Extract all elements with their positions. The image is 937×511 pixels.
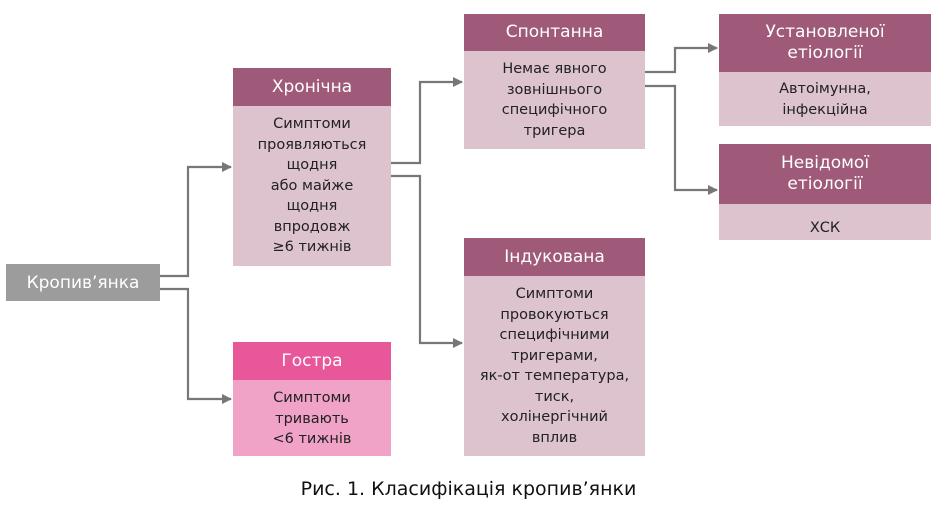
text-line: проявляються [257,136,367,153]
induced-title: Індукована [464,238,645,276]
text-line: Автоімунна, [779,81,871,97]
known-body: Автоімунна, інфекційна [719,72,931,126]
text-line: холінергічний [501,409,608,425]
unknown-body: ХСК [719,204,931,240]
text-line: вплив [531,429,578,446]
text-line: тиск, [534,388,575,405]
figure-caption: Рис. 1. Класифікація кропив’янки [300,478,637,500]
text-line: провокуються [500,306,609,323]
known-etiology-node: Установленої етіології Автоімунна, інфек… [719,14,931,126]
chronic-body: Симптоми проявляються щодня або майже що… [233,106,391,266]
text-line: Немає явного [502,61,607,77]
induced-body: Симптоми провокуються специфічними триге… [464,276,645,456]
title-line: етіології [787,174,863,194]
spontaneous-node: Спонтанна Немає явного зовнішнього специ… [464,14,645,149]
text-line: <6 тижнів [272,431,352,447]
unknown-title: Невідомої етіології [719,144,931,204]
text-line: ХСК [809,220,841,236]
arrow-to-unknown [645,84,718,195]
unknown-etiology-node: Невідомої етіології ХСК [719,144,931,240]
text-line: Симптоми [273,116,351,132]
text-line: зовнішнього [506,81,603,98]
spontaneous-title: Спонтанна [464,14,645,51]
title-line: Невідомої [780,153,870,173]
title-line: етіології [787,43,863,63]
text-line: тривають [275,410,349,427]
root-label: Кропив’янка [26,272,140,293]
chronic-node: Хронічна Симптоми проявляються щодня або… [233,68,391,266]
text-line: специфічного [501,102,608,118]
arrow-to-acute [160,287,232,404]
induced-node: Індукована Симптоми провокуються специфі… [464,238,645,456]
chronic-title: Хронічна [233,68,391,106]
root-node-urticaria: Кропив’янка [6,264,160,301]
spontaneous-body: Немає явного зовнішнього специфічного тр… [464,51,645,149]
text-line: інфекційна [782,101,868,118]
acute-title: Гостра [233,342,391,380]
text-line: впродовж [273,218,351,235]
text-line: тригерами, [511,347,598,364]
text-line: щодня [286,198,338,214]
arrow-to-known [645,43,718,74]
text-line: як-от температура, [479,368,630,384]
title-line: Установленої [765,22,885,42]
text-line: щодня [286,157,338,173]
text-line: Симптоми [273,390,351,406]
arrow-to-spontaneous [391,77,463,165]
acute-body: Симптоми тривають <6 тижнів [233,380,391,456]
acute-node: Гостра Симптоми тривають <6 тижнів [233,342,391,456]
known-title: Установленої етіології [719,14,931,72]
text-line: ≥6 тижнів [272,239,352,255]
text-line: Симптоми [515,286,594,302]
arrow-to-induced [391,174,463,348]
text-line: тригера [523,122,586,139]
text-line: специфічними [499,327,610,343]
text-line: або майже [270,177,354,194]
arrow-to-chronic [160,162,232,278]
